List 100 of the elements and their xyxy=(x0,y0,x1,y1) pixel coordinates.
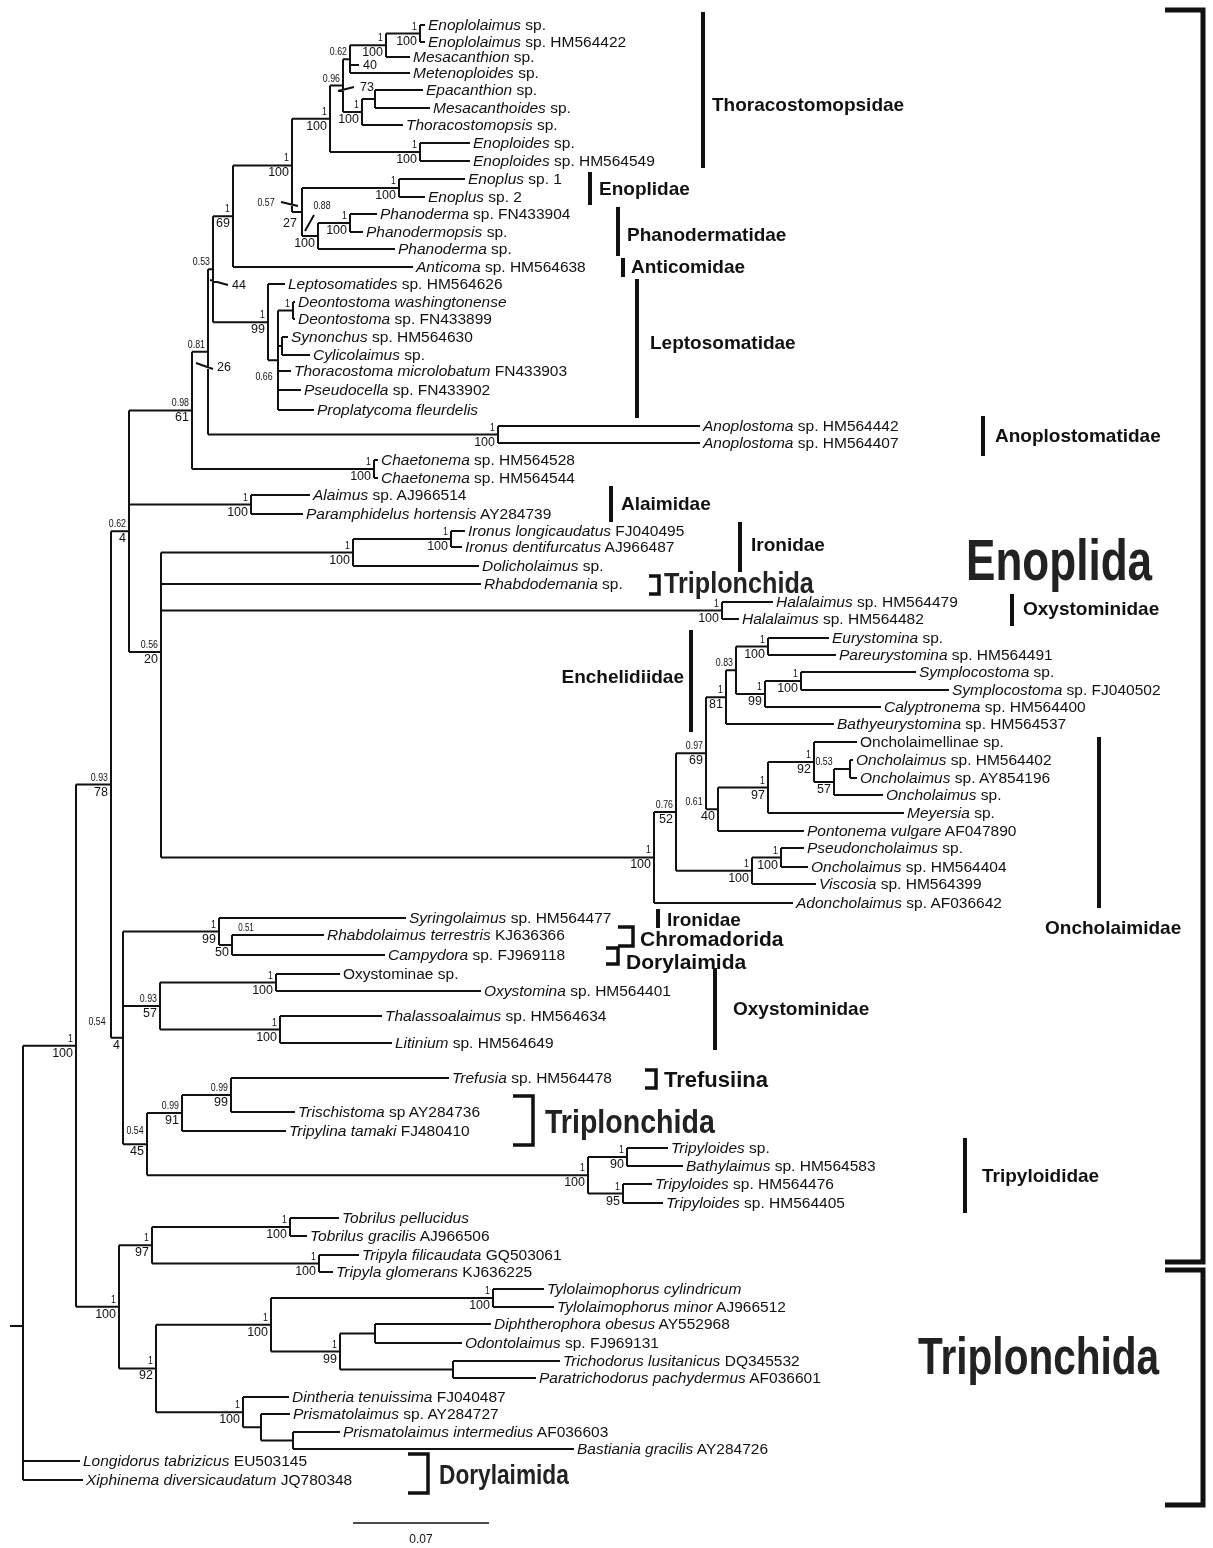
support-value: 0.81 xyxy=(187,337,205,351)
support-value: 0.93 xyxy=(90,770,108,784)
support-value: 99 xyxy=(214,1096,228,1109)
taxon-label: Prismatolaimus sp. AY284727 xyxy=(293,1405,499,1423)
taxon-label: Tripyloides sp. HM564405 xyxy=(666,1194,845,1212)
taxon-label: Dolicholaimus sp. xyxy=(482,557,604,575)
taxon-label: Paramphidelus hortensis AY284739 xyxy=(306,505,552,523)
support-value: 0.83 xyxy=(715,656,733,670)
taxon-label: Ironus dentifurcatus AJ966487 xyxy=(465,538,675,556)
taxon-label: Trichodorus lusitanicus DQ345532 xyxy=(563,1352,800,1370)
clade-name: Trefusiina xyxy=(664,1067,768,1093)
taxon-label: Anoplostoma sp. HM564442 xyxy=(703,417,899,435)
clade-name: Oncholaimidae xyxy=(1045,917,1182,939)
support-value: 1 xyxy=(68,1031,73,1045)
support-value: 100 xyxy=(350,470,371,483)
support-value: 1 xyxy=(773,843,778,857)
support-value: 1 xyxy=(243,490,248,504)
support-value: 1 xyxy=(806,748,811,761)
support-value: 44 xyxy=(232,278,246,292)
taxon-label: Chaetonema sp. HM564544 xyxy=(381,469,575,487)
support-value: 1 xyxy=(760,632,765,646)
support-value: 1 xyxy=(760,773,765,787)
support-value: 0.54 xyxy=(88,1014,106,1028)
taxon-label: Pseudoncholaimus sp. xyxy=(807,839,963,857)
taxon-label: Ironus longicaudatus FJ040495 xyxy=(468,522,685,540)
support-value: 90 xyxy=(610,1158,624,1171)
taxon-label: Campydora sp. FJ969118 xyxy=(388,946,566,964)
taxon-label: Thoracostomopsis sp. xyxy=(406,116,558,134)
taxon-label: Dintheria tenuissima FJ040487 xyxy=(292,1388,506,1406)
support-value: 40 xyxy=(363,58,377,72)
support-value: 81 xyxy=(709,698,723,712)
taxon-label: Alaimus sp. AJ966514 xyxy=(313,486,467,504)
support-value: 1 xyxy=(366,455,371,468)
taxon-label: Bastiania gracilis AY284726 xyxy=(577,1440,768,1458)
support-value: 1 xyxy=(211,917,216,931)
taxon-label: Xiphinema diversicaudatum JQ780348 xyxy=(86,1471,353,1489)
support-value: 1 xyxy=(378,31,383,45)
support-value: 0.53 xyxy=(815,754,833,768)
support-value: 0.53 xyxy=(192,255,210,269)
taxon-label: Leptosomatides sp. HM564626 xyxy=(288,275,503,293)
support-value: 1 xyxy=(272,1015,277,1029)
support-value: 100 xyxy=(95,1307,116,1321)
clade-name: Ironidae xyxy=(751,534,825,556)
support-value: 1 xyxy=(718,683,723,697)
taxon-label: Symplocostoma sp. FJ040502 xyxy=(952,681,1161,699)
taxon-label: Calyptronema sp. HM564400 xyxy=(884,698,1086,716)
support-value: 69 xyxy=(689,754,703,768)
scale-value: 0.07 xyxy=(409,1533,433,1547)
taxon-label: Anoplostoma sp. HM564407 xyxy=(703,434,899,452)
taxon-label: Chaetonema sp. HM564528 xyxy=(381,451,575,469)
taxon-label: Pontonema vulgare AF047890 xyxy=(807,822,1017,840)
taxon-label: Tripyloides sp. HM564476 xyxy=(655,1175,834,1193)
taxon-label: Oncholaimellinae sp. xyxy=(860,733,1004,751)
taxon-label: Phanoderma sp. xyxy=(398,240,512,258)
support-value: 1 xyxy=(714,596,719,610)
support-value: 92 xyxy=(139,1369,153,1383)
support-value: 0.62 xyxy=(108,517,126,531)
support-value: 1 xyxy=(322,104,327,118)
support-value: 100 xyxy=(52,1046,73,1060)
taxon-label: Oxystominae sp. xyxy=(343,965,459,983)
taxon-label: Bathyeurystomina sp. HM564537 xyxy=(837,715,1067,733)
support-value: 100 xyxy=(294,237,315,250)
support-value: 69 xyxy=(216,217,230,231)
taxon-label: Tripylina tamaki FJ480410 xyxy=(289,1122,470,1140)
support-value: 1 xyxy=(793,667,798,680)
support-value: 57 xyxy=(817,783,831,796)
support-value: 1 xyxy=(757,680,762,693)
taxon-label: Thoracostoma microlobatum FN433903 xyxy=(294,362,568,380)
support-value: 1 xyxy=(580,1161,585,1175)
taxon-label: Phanoderma sp. FN433904 xyxy=(380,205,571,223)
support-value: 57 xyxy=(143,1007,157,1020)
taxon-label: Metenoploides sp. xyxy=(413,64,539,82)
taxon-label: Viscosia sp. HM564399 xyxy=(819,875,982,893)
support-value: 99 xyxy=(748,695,762,708)
clade-name: Anticomidae xyxy=(631,256,746,278)
support-value: 61 xyxy=(175,411,189,425)
support-value: 1 xyxy=(490,420,495,434)
clade-name: Leptosomatidae xyxy=(650,332,796,354)
support-value: 0.57 xyxy=(257,195,275,209)
support-value: 0.88 xyxy=(313,198,331,212)
taxon-label: Deontostoma sp. FN433899 xyxy=(298,310,492,328)
support-value: 1 xyxy=(345,538,350,552)
support-value: 4 xyxy=(119,532,126,546)
clade-name: Triplonchida xyxy=(545,1103,715,1141)
taxon-label: Halalaimus sp. HM564482 xyxy=(742,610,924,628)
taxon-label: Tripyloides sp. xyxy=(671,1139,770,1157)
support-value: 0.93 xyxy=(139,992,157,1005)
clade-name: Enoplida xyxy=(966,528,1153,592)
taxon-label: Enoplolaimus sp. xyxy=(428,16,547,34)
support-value: 1 xyxy=(485,1284,490,1297)
support-value: 1 xyxy=(412,19,417,33)
support-value: 99 xyxy=(202,932,216,946)
support-value: 100 xyxy=(252,983,273,997)
support-value: 100 xyxy=(728,871,749,885)
support-value: 1 xyxy=(615,1179,620,1193)
support-value: 0.54 xyxy=(126,1123,144,1137)
support-value: 1 xyxy=(111,1292,116,1306)
support-value: 1 xyxy=(148,1354,153,1368)
support-value: 73 xyxy=(360,80,374,94)
taxon-label: Tobrilus pellucidus xyxy=(342,1209,469,1227)
